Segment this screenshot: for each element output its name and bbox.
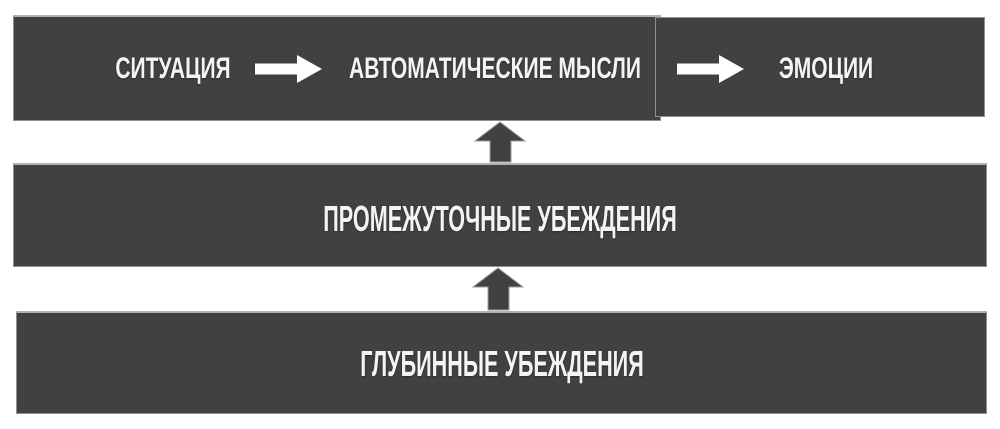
right-arrow-icon [255, 55, 322, 88]
core-beliefs-label: ГЛУБИННЫЕ УБЕЖДЕНИЯ [360, 343, 644, 384]
emotions-label: ЭМОЦИИ [778, 52, 874, 85]
up-arrow-icon [471, 267, 525, 316]
automatic-thoughts-label: АВТОМАТИЧЕСКИЕ МЫСЛИ [349, 52, 641, 85]
right-arrow-icon [677, 55, 744, 88]
up-arrow-icon [473, 121, 527, 168]
intermediate-beliefs-bar [13, 163, 987, 267]
core-beliefs-bar [16, 311, 987, 414]
situation-label: СИТУАЦИЯ [115, 52, 231, 85]
top-bar-left-segment [13, 15, 661, 121]
intermediate-beliefs-label: ПРОМЕЖУТОЧНЫЕ УБЕЖДЕНИЯ [323, 198, 677, 239]
